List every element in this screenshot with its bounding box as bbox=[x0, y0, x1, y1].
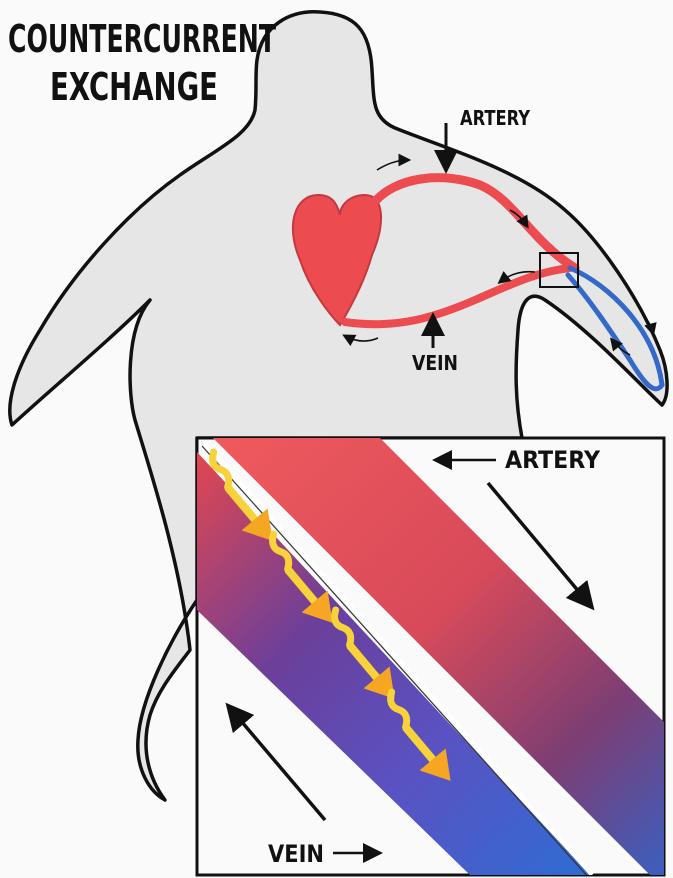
artery-label-top: ARTERY bbox=[460, 106, 531, 130]
inset-zoomed-vessels: ARTERY VEIN bbox=[191, 438, 664, 878]
vein-label-inset: VEIN bbox=[268, 840, 324, 868]
vein-label-top: VEIN bbox=[412, 351, 458, 375]
artery-label-inset: ARTERY bbox=[505, 446, 600, 474]
title-line-1: COUNTERCURRENT bbox=[8, 17, 276, 61]
title-line-2: EXCHANGE bbox=[50, 65, 218, 109]
